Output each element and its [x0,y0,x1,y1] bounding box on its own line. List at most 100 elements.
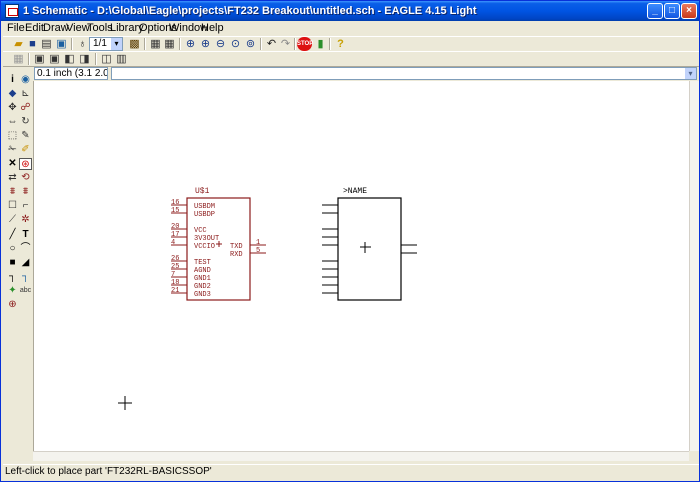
part-outline[interactable] [186,197,251,301]
vertical-scrollbar[interactable] [689,81,699,451]
show-eye-icon[interactable]: ◉ [21,74,30,85]
paste-icon[interactable]: ✐ [21,144,30,155]
ghost-pins [322,204,417,294]
mirror-icon[interactable]: ◫ [101,53,112,65]
pin-number: 4 [171,239,175,247]
redo-icon[interactable]: ↷ [280,38,291,50]
menu-library[interactable]: Library [110,22,144,34]
rectangle-icon[interactable]: ■ [9,257,16,268]
pin-number: 21 [171,287,179,295]
menu-draw[interactable]: Draw [43,22,69,34]
zoom-out-icon[interactable]: ⊖ [215,38,226,50]
redraw-icon[interactable]: ⊙ [230,38,241,50]
save-icon[interactable]: ■ [29,38,36,50]
copy-icon[interactable]: ☍ [20,102,31,113]
chevron-down-icon[interactable]: ▾ [685,68,696,79]
layer-icon[interactable]: ▣ [49,53,60,65]
stop-icon[interactable]: STOP [297,37,313,51]
pinout-icon[interactable]: ♁ [78,38,87,50]
change-icon[interactable]: ✎ [21,130,30,141]
schematic-app-icon[interactable] [5,4,19,18]
pin-number: 5 [256,247,260,255]
text-icon[interactable]: T [22,229,29,240]
cut-icon[interactable]: ✁ [8,144,17,155]
circle-icon[interactable]: ○ [9,243,16,254]
sheet-select[interactable]: 1/1 ▾ [89,37,123,51]
mark-icon[interactable]: ⊾ [21,88,30,99]
menu-file[interactable]: File [7,22,25,34]
net-icon[interactable]: ┐ [21,271,30,282]
pin-label: GND2 [194,283,211,291]
pin-label: TXD [230,243,243,251]
menu-window[interactable]: Window [169,22,209,34]
mirror-icon[interactable]: ▥ [116,53,127,65]
name-icon[interactable]: ☐ [8,200,17,211]
script-icon[interactable]: ▦ [164,38,175,50]
arc-icon[interactable]: ⌒ [20,243,31,254]
zoom-select-icon[interactable]: ⊚ [245,38,256,50]
split-icon[interactable]: ⩩ [22,186,29,197]
command-line-input[interactable]: ▾ [111,67,697,80]
pinswap-icon[interactable]: ⇄ [8,172,17,183]
menu-bar: File Edit Draw View Tools Library Option… [3,21,699,36]
bus-icon[interactable]: ┐ [8,271,17,282]
erc-icon[interactable]: ⊕ [8,299,17,310]
board-switch-icon[interactable]: ▩ [129,38,140,50]
help-icon[interactable]: ? [337,38,344,50]
minimize-button[interactable]: _ [647,3,663,19]
move-icon[interactable]: ✥ [8,102,17,113]
delete-icon[interactable]: ✕ [8,158,17,169]
miter-icon[interactable]: ⌐ [22,200,29,211]
menu-view[interactable]: View [66,22,90,34]
chevron-down-icon[interactable]: ▾ [111,38,122,50]
pin-label: GND3 [194,291,211,299]
polygon-icon[interactable]: ◢ [21,257,30,268]
pin-number: 17 [171,231,179,239]
layer-icon[interactable]: ▣ [34,53,45,65]
menu-help[interactable]: Help [201,22,224,34]
status-bar: Left-click to place part 'FT232RL-BASICS… [3,464,699,480]
close-button[interactable]: × [681,3,697,19]
action-toolbar: ▰ ■ ▤ ▣ ♁ 1/1 ▾ ▩ ▦ ▦ ⊕ ⊕ ⊖ ⊙ ⊚ ↶ ↷ STOP… [3,36,699,52]
cam-processor-icon[interactable]: ▣ [56,38,67,50]
display-layers-icon[interactable]: ◆ [8,88,17,99]
go-icon[interactable]: ▮ [317,38,324,50]
junction-icon[interactable]: ✦ [8,285,17,296]
undo-icon[interactable]: ↶ [266,38,277,50]
replace-icon[interactable]: ⟲ [21,172,30,183]
run-ulp-icon[interactable]: ▦ [150,38,161,50]
gateswap-icon[interactable]: ⩩ [9,186,16,197]
horizontal-scrollbar[interactable] [33,451,689,461]
tool-palette: i ◉ ◆ ⊾ ✥ ☍ ⇔ ↻ ⬚ ✎ ✁ ✐ ✕ ⊛ ⇄ ⟲ ⩩ ⩩ ☐ ⌐ … [3,67,33,463]
open-folder-icon[interactable]: ▰ [14,38,23,50]
wire-icon[interactable]: ╱ [9,229,16,240]
group-icon[interactable]: ⬚ [7,130,18,141]
menu-options[interactable]: Options [139,22,177,34]
value-icon[interactable]: ⟋ [9,214,16,225]
menu-tools[interactable]: Tools [87,22,113,34]
zoom-in-icon[interactable]: ⊕ [200,38,211,50]
print-icon[interactable]: ▤ [41,38,52,50]
layer-icon[interactable]: ◧ [64,53,75,65]
pin-label: VCCIO [194,243,215,251]
smash-icon[interactable]: ✲ [21,214,30,225]
window-title: 1 Schematic - D:\Global\Eagle\projects\F… [23,5,477,17]
maximize-button[interactable]: □ [664,3,680,19]
title-bar[interactable]: 1 Schematic - D:\Global\Eagle\projects\F… [1,1,699,21]
mirror-tool-icon[interactable]: ⇔ [7,116,18,127]
zoom-fit-icon[interactable]: ⊕ [185,38,196,50]
layer-icon[interactable]: ◨ [79,53,90,65]
pin-label: USBDP [194,211,215,219]
grid-icon[interactable]: ▦ [13,53,24,65]
rotate-icon[interactable]: ↻ [21,116,30,127]
label-icon[interactable]: abc [19,287,32,294]
menu-edit[interactable]: Edit [25,22,44,34]
info-icon[interactable]: i [11,74,14,85]
pin-number: 15 [171,207,179,215]
add-part-icon[interactable]: ⊛ [19,158,32,170]
